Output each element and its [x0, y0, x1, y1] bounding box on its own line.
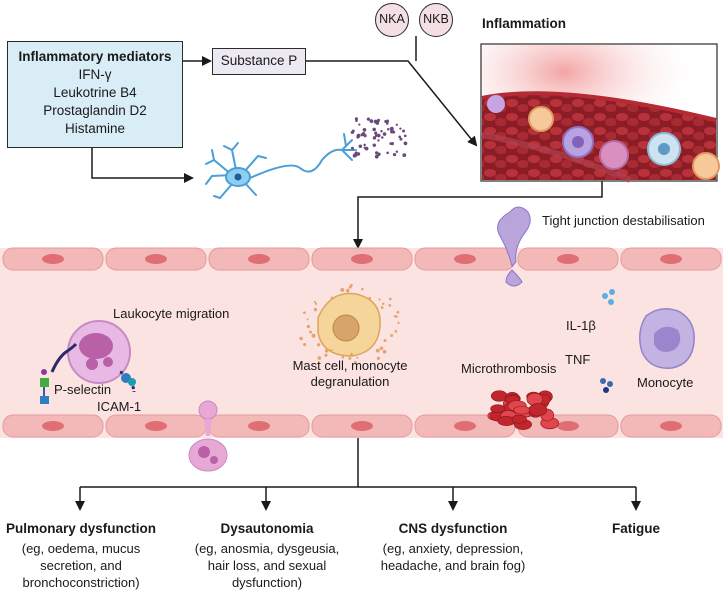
outcome-dysautonomia: Dysautonomia (eg, anosmia, dysgeusia, ha… — [186, 520, 348, 591]
mast-cell-label-line1: Mast cell, monocyte — [292, 358, 408, 373]
monocyte-label: Monocyte — [637, 375, 694, 390]
icam1-icon — [121, 373, 136, 386]
cytokine-dots-icon — [600, 289, 615, 393]
clot-icon — [487, 390, 560, 430]
endothelium-top — [2, 247, 722, 271]
outcome-title: Pulmonary dysfunction — [5, 521, 157, 536]
outcome-detail: dysfunction) — [231, 575, 303, 590]
outcome-detail: hair loss, and sexual — [207, 558, 327, 573]
neurotransmitter-particles — [350, 117, 408, 159]
inflammation-title: Inflammation — [482, 16, 567, 31]
outcome-detail: (eg, oedema, mucus — [21, 541, 141, 556]
outcome-pulmonary: Pulmonary dysfunction (eg, oedema, mucus… — [0, 520, 162, 591]
outcome-cns: CNS dysfunction (eg, anxiety, depression… — [371, 520, 535, 574]
p-selectin-label: P-selectin — [54, 382, 112, 397]
mediators-title: Inflammatory mediators — [18, 49, 172, 64]
substance-p-box: Substance P — [212, 48, 306, 75]
endothelium-bottom — [2, 414, 722, 438]
blood-vessel-icon — [480, 43, 720, 183]
nka-circle: NKA — [375, 3, 409, 37]
il1b-label: IL-1β — [566, 318, 596, 333]
neuron-icon — [205, 133, 357, 199]
outcome-title: Fatigue — [611, 521, 660, 536]
mediator-item: IFN-γ — [78, 67, 112, 82]
mast-cell-label: Mast cell, monocyte degranulation — [287, 358, 413, 390]
nkb-circle: NKB — [419, 3, 453, 37]
outcome-detail: headache, and brain fog) — [380, 558, 526, 573]
mediator-item: Histamine — [64, 121, 126, 136]
outcome-detail: (eg, anosmia, dysgeusia, — [194, 541, 340, 556]
outcome-detail: secretion, and — [40, 558, 122, 573]
leukocyte-icon — [50, 320, 136, 393]
microthrombosis-label: Microthrombosis — [461, 361, 557, 376]
mediator-item: Leukotrine B4 — [53, 85, 137, 100]
outcome-title: Dysautonomia — [220, 521, 314, 536]
tight-junction-cell-icon — [497, 206, 531, 287]
leukocyte-migration-label: Laukocyte migration — [113, 306, 230, 321]
outcome-title: CNS dysfunction — [398, 521, 508, 536]
tnf-label: TNF — [565, 352, 591, 367]
icam1-label: ICAM-1 — [97, 399, 142, 414]
outcome-detail: bronchoconstriction) — [22, 575, 140, 590]
outcome-fatigue: Fatigue — [596, 520, 676, 540]
mast-cell-icon — [299, 283, 400, 364]
tight-junction-label: Tight junction destabilisation — [542, 213, 705, 228]
mast-cell-label-line2: degranulation — [310, 374, 390, 389]
migrating-leukocyte-icon — [188, 400, 228, 472]
monocyte-icon — [639, 308, 695, 369]
mediator-item: Prostaglandin D2 — [43, 103, 147, 118]
outcome-detail: (eg, anxiety, depression, — [382, 541, 524, 556]
inflammatory-mediators-box: Inflammatory mediators IFN-γ Leukotrine … — [7, 41, 183, 148]
p-selectin-icon — [40, 369, 49, 404]
